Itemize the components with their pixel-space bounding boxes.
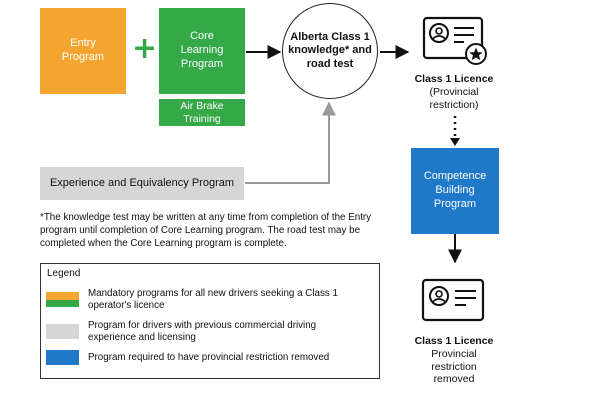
air-brake-label: Air Brake Training (180, 100, 224, 125)
legend-item-experience: Program for drivers with previous commer… (46, 320, 338, 344)
competence-program-label: Competence Building Program (423, 170, 487, 210)
legend-item-mandatory: Mandatory programs for all new drivers s… (46, 288, 338, 312)
legend-text-competence: Program required to have provincial rest… (88, 351, 330, 363)
entry-program-box: Entry Program (40, 8, 126, 94)
legend-item-competence: Program required to have provincial rest… (46, 350, 338, 365)
legend-title: Legend (47, 268, 81, 279)
class1-licence-subtitle: (Provincial restriction) (429, 86, 479, 111)
id-card-icon (421, 278, 485, 322)
plus-sign: + (132, 31, 158, 66)
competence-program-box: Competence Building Program (411, 148, 499, 234)
legend-swatch-grey (46, 324, 79, 340)
arrow-head-to-competence (450, 138, 460, 146)
class1-licence-final-title: Class 1 Licence (414, 335, 494, 347)
experience-program-box: Experience and Equivalency Program (40, 167, 244, 200)
core-learning-box: Core Learning Program (159, 8, 245, 94)
legend-box: Legend Mandatory programs for all new dr… (40, 263, 380, 379)
class1-licence-final-subtitle: Provincial restriction removed (431, 348, 477, 386)
footnote-text: *The knowledge test may be written at an… (40, 212, 372, 249)
core-learning-label: Core Learning Program (180, 30, 224, 70)
air-brake-box: Air Brake Training (159, 99, 245, 126)
class1-licence-title: Class 1 Licence (414, 73, 494, 85)
legend-swatch-mandatory (46, 292, 79, 308)
legend-swatch-blue (46, 350, 79, 365)
id-card-star-icon (422, 16, 487, 65)
legend-text-experience: Program for drivers with previous commer… (88, 320, 317, 343)
legend-swatch-orange (46, 292, 79, 301)
arrow-experience-to-test (245, 101, 336, 184)
legend-swatch-green (46, 300, 79, 308)
knowledge-test-label: Alberta Class 1 knowledge* and road test (288, 30, 372, 70)
knowledge-test-circle: Alberta Class 1 knowledge* and road test (282, 3, 378, 99)
legend-text-mandatory: Mandatory programs for all new drivers s… (88, 288, 338, 311)
experience-program-label: Experience and Equivalency Program (49, 176, 235, 189)
entry-program-label: Entry Program (61, 37, 105, 63)
